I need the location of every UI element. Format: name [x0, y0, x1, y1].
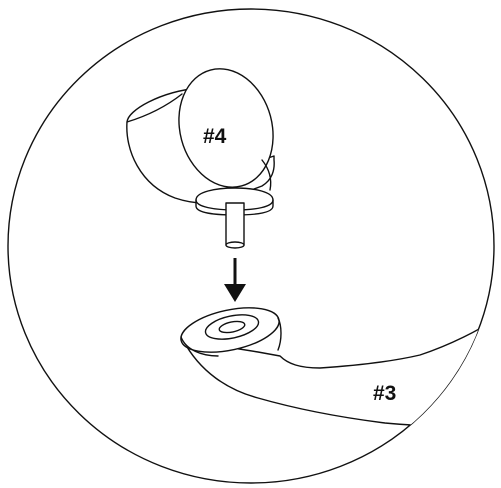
arrow-down-icon	[224, 258, 246, 302]
part-4-label: #4	[203, 125, 227, 148]
part-3-label: #3	[373, 382, 396, 405]
part-4-knob	[127, 58, 286, 248]
part-3-arm	[177, 300, 500, 430]
mounting-pin	[226, 203, 244, 245]
